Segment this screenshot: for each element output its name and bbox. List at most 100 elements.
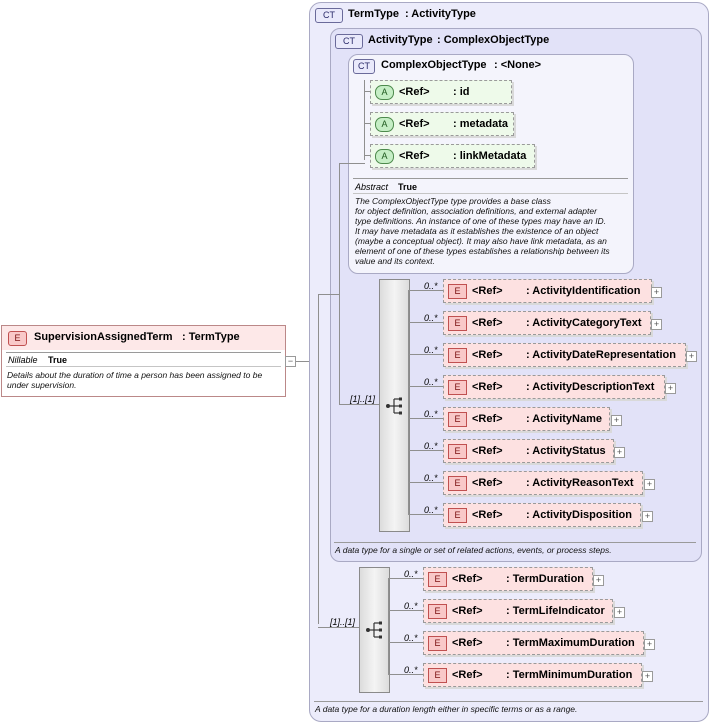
root-element-type: : TermType — [182, 331, 240, 343]
expand-button[interactable]: + — [644, 639, 655, 650]
element-activity-date-representation[interactable]: E <Ref> : ActivityDateRepresentation — [443, 343, 686, 367]
element-activity-status[interactable]: E <Ref> : ActivityStatus — [443, 439, 614, 463]
attribute-id[interactable]: A <Ref> : id — [370, 80, 512, 104]
root-element-name: SupervisionAssignedTerm — [34, 331, 173, 343]
element-term-minimum-duration[interactable]: E <Ref> : TermMinimumDuration — [423, 663, 642, 687]
expand-button[interactable]: + — [651, 319, 662, 330]
description-line: (maybe a conceptual object). It may also… — [355, 236, 607, 246]
multiplicity: 0..* — [404, 601, 418, 611]
multiplicity: 0..* — [424, 313, 438, 323]
activity-type-base: : ComplexObjectType — [437, 34, 550, 46]
term-type-description: A data type for a duration length either… — [315, 704, 578, 714]
complex-type-badge: CT — [335, 34, 363, 49]
description-line: type definitions. An instance of one of … — [355, 216, 607, 226]
expand-button[interactable]: + — [651, 287, 662, 298]
element-name: : ActivityIdentification — [526, 285, 641, 297]
element-badge: E — [448, 444, 467, 459]
expand-button[interactable]: + — [614, 607, 625, 618]
abstract-label: Abstract — [355, 182, 389, 192]
element-badge: E — [428, 572, 447, 587]
attribute-metadata[interactable]: A <Ref> : metadata — [370, 112, 514, 136]
element-activity-disposition[interactable]: E <Ref> : ActivityDisposition — [443, 503, 641, 527]
root-element-box[interactable]: E SupervisionAssignedTerm : TermType Nil… — [1, 325, 286, 397]
expand-button[interactable]: + — [665, 383, 676, 394]
attribute-link-metadata[interactable]: A <Ref> : linkMetadata — [370, 144, 535, 168]
element-badge: E — [448, 380, 467, 395]
sequence-compositor[interactable] — [379, 279, 410, 532]
activity-type-name: ActivityType — [368, 34, 433, 46]
element-ref: <Ref> — [472, 381, 503, 393]
element-activity-category-text[interactable]: E <Ref> : ActivityCategoryText — [443, 311, 651, 335]
element-activity-identification[interactable]: E <Ref> : ActivityIdentification — [443, 279, 652, 303]
expand-button[interactable]: + — [593, 575, 604, 586]
element-badge: E — [448, 508, 467, 523]
nillable-label: Nillable — [8, 355, 38, 365]
element-badge: E — [448, 316, 467, 331]
element-name: : ActivityDisposition — [526, 509, 632, 521]
description-line: element of one of these types establishe… — [355, 246, 610, 256]
element-term-life-indicator[interactable]: E <Ref> : TermLifeIndicator — [423, 599, 613, 623]
activity-sequence-multiplicity: [1]..[1] — [350, 394, 376, 404]
element-ref: <Ref> — [452, 637, 483, 649]
term-type-name: TermType — [348, 8, 399, 20]
sequence-compositor[interactable] — [359, 567, 390, 693]
attribute-name: : linkMetadata — [453, 150, 527, 162]
element-ref: <Ref> — [472, 285, 503, 297]
element-name: : ActivityDateRepresentation — [526, 349, 676, 361]
description-line: value and its context. — [355, 256, 435, 266]
multiplicity: 0..* — [424, 505, 438, 515]
element-ref: <Ref> — [452, 573, 483, 585]
element-name: : ActivityStatus — [526, 445, 606, 457]
element-badge: E — [448, 476, 467, 491]
sequence-icon — [386, 397, 402, 415]
element-ref: <Ref> — [472, 509, 503, 521]
multiplicity: 0..* — [424, 345, 438, 355]
expand-button[interactable]: + — [642, 671, 653, 682]
expand-button[interactable]: + — [642, 511, 653, 522]
element-term-maximum-duration[interactable]: E <Ref> : TermMaximumDuration — [423, 631, 644, 655]
term-type-base: : ActivityType — [405, 8, 476, 20]
element-badge: E — [428, 604, 447, 619]
element-name: : TermMaximumDuration — [506, 637, 635, 649]
complex-type-badge: CT — [353, 59, 375, 74]
collapse-button[interactable]: − — [285, 356, 296, 367]
multiplicity: 0..* — [404, 633, 418, 643]
attribute-ref: <Ref> — [399, 86, 430, 98]
nillable-value: True — [48, 355, 68, 365]
multiplicity: 0..* — [424, 377, 438, 387]
multiplicity: 0..* — [424, 409, 438, 419]
expand-button[interactable]: + — [611, 415, 622, 426]
element-badge: E — [448, 348, 467, 363]
element-activity-reason-text[interactable]: E <Ref> : ActivityReasonText — [443, 471, 643, 495]
element-ref: <Ref> — [472, 317, 503, 329]
expand-button[interactable]: + — [644, 479, 655, 490]
activity-type-description: A data type for a single or set of relat… — [335, 545, 612, 555]
expand-button[interactable]: + — [686, 351, 697, 362]
element-name: : ActivityCategoryText — [526, 317, 642, 329]
attribute-badge: A — [375, 117, 394, 132]
complex-object-type-base: : <None> — [494, 59, 542, 71]
element-badge: E — [448, 284, 467, 299]
description-line: The ComplexObjectType type provides a ba… — [355, 196, 551, 206]
multiplicity: 0..* — [404, 569, 418, 579]
multiplicity: 0..* — [424, 281, 438, 291]
multiplicity: 0..* — [424, 441, 438, 451]
element-name: : TermMinimumDuration — [506, 669, 633, 681]
element-badge: E — [428, 668, 447, 683]
element-name: : ActivityReasonText — [526, 477, 634, 489]
complex-type-badge: CT — [315, 8, 343, 23]
element-ref: <Ref> — [452, 669, 483, 681]
expand-button[interactable]: + — [614, 447, 625, 458]
description-line: It may have metadata as it establishes t… — [355, 226, 599, 236]
attribute-ref: <Ref> — [399, 118, 430, 130]
element-ref: <Ref> — [472, 413, 503, 425]
element-name: : ActivityDescriptionText — [526, 381, 655, 393]
element-term-duration[interactable]: E <Ref> : TermDuration — [423, 567, 593, 591]
element-activity-description-text[interactable]: E <Ref> : ActivityDescriptionText — [443, 375, 665, 399]
complex-object-type-name: ComplexObjectType — [381, 59, 487, 71]
complex-object-type-description: The ComplexObjectType type provides a ba… — [355, 196, 631, 266]
attribute-badge: A — [375, 85, 394, 100]
element-activity-name[interactable]: E <Ref> : ActivityName — [443, 407, 610, 431]
element-badge: E — [428, 636, 447, 651]
description-line: for object definition, association defin… — [355, 206, 597, 216]
